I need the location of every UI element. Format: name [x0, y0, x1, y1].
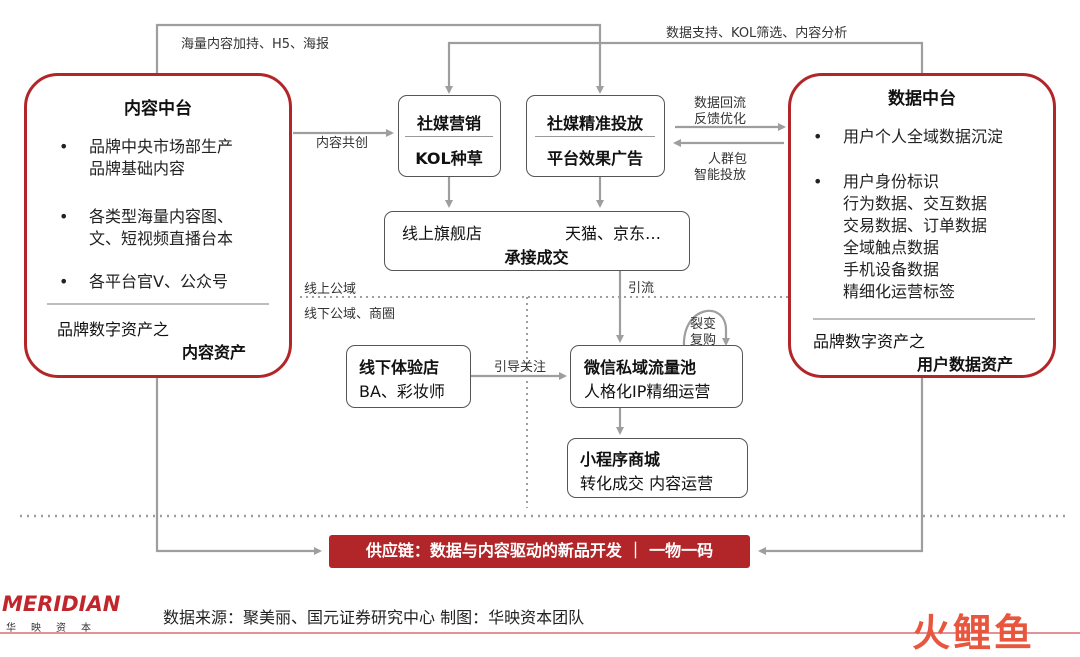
targeting-line2: 智能投放 — [694, 168, 747, 183]
data-divider — [813, 318, 1035, 320]
fission-line2: 复购 — [690, 333, 717, 348]
feedback-line2: 反馈优化 — [694, 112, 747, 127]
source-note: 数据来源：聚美丽、国元证券研究中心 制图：华映资本团队 — [163, 608, 585, 627]
content-platform-title: 内容中台 — [124, 99, 192, 119]
content-to-supply-line — [155, 378, 322, 555]
content-feed-line — [155, 23, 604, 94]
co-create-label: 内容共创 — [316, 136, 369, 151]
commerce-box: 线上旗舰店 天猫、京东… 承接成交 — [384, 211, 690, 271]
social-marketing-box: 社媒营销 KOL种草 — [398, 95, 501, 177]
data-to-supply-line — [758, 378, 924, 555]
mini-program-box: 小程序商城 转化成交 内容运营 — [567, 438, 748, 498]
mini-program-sub: 转化成交 内容运营 — [580, 474, 714, 493]
data-support-line — [445, 41, 924, 94]
private-pool-sub: 人格化IP精细运营 — [584, 382, 711, 401]
targeting-line1: 人群包 — [708, 152, 748, 167]
social-marketing-title: 社媒营销 — [416, 114, 481, 133]
private-pool-title: 微信私域流量池 — [584, 358, 697, 377]
social-marketing-divider — [405, 136, 493, 137]
meridian-logo-sub: 华映资本 — [6, 623, 106, 634]
offline-zone-label: 线下公域、商圈 — [304, 307, 396, 322]
content-divider — [47, 303, 269, 305]
data-platform-title: 数据中台 — [888, 89, 956, 109]
content-feed-label: 海量内容加持、H5、海报 — [181, 37, 330, 52]
data-support-label: 数据支持、KOL筛选、内容分析 — [666, 26, 848, 41]
social-ads-title: 社媒精准投放 — [546, 114, 643, 133]
supply-chain-bar: 供应链：数据与内容驱动的新品开发 ｜ 一物一码 — [329, 535, 750, 568]
traffic-label: 引流 — [628, 281, 655, 296]
social-ads-divider — [535, 136, 655, 137]
data-asset-line2: 用户数据资产 — [917, 355, 1014, 374]
offline-store-title: 线下体验店 — [359, 358, 440, 377]
social-ads-sub: 平台效果广告 — [546, 149, 643, 168]
private-pool-box: 微信私域流量池 人格化IP精细运营 — [570, 345, 743, 408]
content-asset-line2: 内容资产 — [182, 343, 247, 362]
flagship-store-label: 线上旗舰店 — [402, 224, 483, 243]
data-platform-panel: 数据中台 •用户个人全域数据沉淀 •用户身份标识 行为数据、交互数据 交易数据、… — [788, 73, 1056, 378]
social-ads-box: 社媒精准投放 平台效果广告 — [526, 95, 665, 177]
feedback-line1: 数据回流 — [694, 96, 747, 111]
data-asset-line1: 品牌数字资产之 — [813, 332, 926, 351]
social-marketing-sub: KOL种草 — [415, 149, 483, 168]
online-zone-label: 线上公域 — [304, 282, 357, 297]
meridian-logo: MERIDIAN — [2, 592, 121, 616]
fission-loop — [682, 309, 730, 348]
offline-store-sub: BA、彩妆师 — [359, 382, 445, 401]
fission-line1: 裂变 — [690, 317, 717, 332]
commerce-title: 承接成交 — [504, 248, 569, 267]
offline-store-box: 线下体验店 BA、彩妆师 — [346, 345, 471, 408]
content-platform-panel: 内容中台 •品牌中央市场部生产 品牌基础内容 •各类型海量内容图、 文、短视频直… — [24, 73, 292, 378]
mini-program-title: 小程序商城 — [580, 450, 661, 469]
follow-label: 引导关注 — [494, 360, 547, 375]
platforms-label: 天猫、京东… — [565, 224, 662, 243]
content-asset-line1: 品牌数字资产之 — [57, 320, 170, 339]
watermark-logo: 火鲤鱼 — [912, 611, 1036, 655]
